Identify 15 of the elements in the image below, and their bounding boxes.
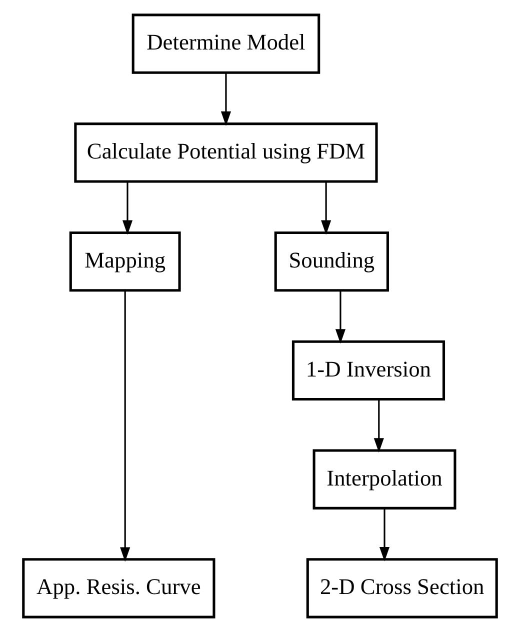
node-box: 2-D Cross Section xyxy=(306,558,498,618)
node-box: Interpolation xyxy=(312,449,456,510)
node-box: App. Resis. Curve xyxy=(22,558,215,618)
arrow xyxy=(320,182,331,235)
node-box: Sounding xyxy=(274,231,388,292)
arrow xyxy=(378,508,390,562)
arrow xyxy=(220,72,231,126)
node-box: 1-D Inversion xyxy=(291,340,445,401)
arrow xyxy=(120,290,130,562)
arrow xyxy=(122,182,132,235)
arrow xyxy=(373,400,384,452)
node-box: Calculate Potential using FDM xyxy=(74,122,378,183)
node-box: Determine Model xyxy=(131,14,320,74)
node-box: Mapping xyxy=(68,231,180,292)
arrow xyxy=(334,290,346,344)
